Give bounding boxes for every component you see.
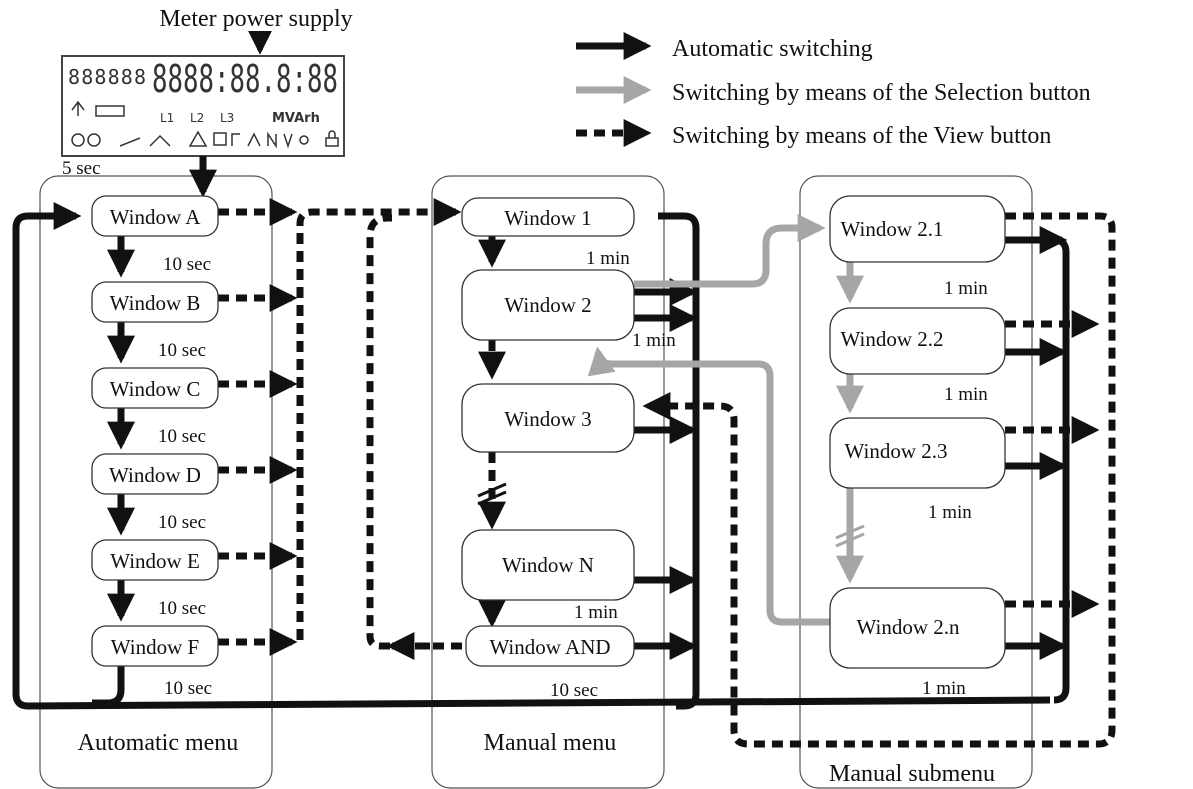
dial-icon bbox=[87, 133, 101, 147]
submenu-timeout-2: 1 min bbox=[944, 384, 988, 405]
battery-icon bbox=[213, 132, 227, 146]
manual-timeout-trunk bbox=[658, 212, 700, 710]
window-a-box[interactable] bbox=[91, 195, 219, 237]
window-c-label: Window C bbox=[110, 377, 201, 401]
manual-submenu-frame bbox=[799, 175, 1033, 789]
manual-menu-label: Manual menu bbox=[484, 730, 617, 756]
lcd-phase-indicators: L1 L2 L3 bbox=[160, 111, 234, 125]
manual-menu-frame bbox=[431, 175, 665, 789]
window-3-box[interactable] bbox=[461, 383, 635, 453]
automatic-switching-arrows bbox=[12, 156, 1070, 710]
lcd-segment-block bbox=[95, 105, 125, 117]
lcd-symbol-row bbox=[231, 131, 309, 149]
lcd-phase-l2: L2 bbox=[190, 111, 204, 125]
manual-submenu-label: Manual submenu bbox=[829, 761, 995, 787]
lcd-display: 888888 8888:88.8:88 L1 L2 L3 MVArh bbox=[61, 55, 345, 157]
auto-delay-1: 10 sec bbox=[163, 254, 211, 275]
auto-to-manual-trunk bbox=[296, 198, 462, 640]
warning-icon bbox=[188, 130, 208, 147]
auto-delay-3: 10 sec bbox=[158, 426, 206, 447]
submenu-timeout-3: 1 min bbox=[928, 502, 972, 523]
window-n-box[interactable] bbox=[461, 529, 635, 601]
lcd-top-digits: 888888 bbox=[68, 65, 146, 89]
window-2-to-submenu-arrow bbox=[634, 214, 826, 288]
window-b-box[interactable] bbox=[91, 281, 219, 323]
window-and-box[interactable] bbox=[465, 625, 635, 667]
window-and-label: Window AND bbox=[489, 635, 610, 659]
window-e-label: Window E bbox=[110, 549, 200, 573]
lock-icon bbox=[325, 130, 339, 147]
manual-timeout-2: 1 min bbox=[632, 330, 676, 351]
window-1-label: Window 1 bbox=[504, 206, 591, 230]
window-and-to-window-1-loop bbox=[366, 214, 462, 650]
view-button-arrows bbox=[218, 198, 1116, 748]
window-2-3-label: Window 2.3 bbox=[845, 439, 948, 463]
window-2-1-box[interactable] bbox=[829, 195, 1006, 263]
auto-delay-2: 10 sec bbox=[158, 340, 206, 361]
window-2-label: Window 2 bbox=[504, 293, 591, 317]
window-2-2-box[interactable] bbox=[829, 307, 1006, 375]
manual-timeout-3: 1 min bbox=[574, 602, 618, 623]
window-d-box[interactable] bbox=[91, 453, 219, 495]
submenu-timeout-4: 1 min bbox=[922, 678, 966, 699]
submenu-windows: Window 2.1 Window 2.2 Window 2.3 Window … bbox=[829, 195, 1006, 669]
window-1-box[interactable] bbox=[461, 197, 635, 237]
timing-labels: 5 sec 10 sec 10 sec 10 sec 10 sec 10 sec… bbox=[62, 158, 988, 701]
automatic-menu-label: Automatic menu bbox=[78, 730, 239, 756]
lcd-icon-row bbox=[71, 100, 339, 149]
skip-marks-submenu bbox=[835, 524, 865, 548]
manual-timeout-1: 1 min bbox=[586, 248, 630, 269]
legend-view-label: Switching by means of the View button bbox=[672, 123, 1051, 149]
legend: Automatic switching Switching by means o… bbox=[576, 32, 1091, 149]
window-2-n-label: Window 2.n bbox=[857, 615, 960, 639]
submenu-timeout-trunk bbox=[1005, 236, 1070, 704]
submenu-timeout-1: 1 min bbox=[944, 278, 988, 299]
window-a-label: Window A bbox=[110, 205, 202, 229]
auto-delay-6: 10 sec bbox=[164, 678, 212, 699]
legend-selection-label: Switching by means of the Selection butt… bbox=[672, 80, 1091, 106]
window-2-3-box[interactable] bbox=[829, 417, 1006, 489]
skip-marks bbox=[477, 482, 507, 506]
lcd-units: MVArh bbox=[272, 111, 320, 126]
automatic-windows: Window A Window B Window C Window D Wind… bbox=[91, 195, 219, 667]
antenna-icon bbox=[71, 100, 85, 116]
start-delay-label: 5 sec bbox=[62, 158, 101, 179]
window-2-n-box[interactable] bbox=[829, 587, 1006, 669]
signal-icon bbox=[119, 134, 171, 147]
window-f-label: Window F bbox=[111, 635, 199, 659]
clock-icon bbox=[71, 133, 85, 147]
window-2-2-label: Window 2.2 bbox=[841, 327, 944, 351]
window-f-to-return-line bbox=[92, 666, 125, 707]
auto-delay-4: 10 sec bbox=[158, 512, 206, 533]
return-loop-to-window-a bbox=[12, 202, 1051, 710]
submenu-view-trunk bbox=[642, 212, 1116, 748]
window-2-box[interactable] bbox=[461, 269, 635, 341]
window-d-label: Window D bbox=[109, 463, 201, 487]
lcd-phase-l3: L3 bbox=[220, 111, 234, 125]
window-b-label: Window B bbox=[110, 291, 201, 315]
window-n-label: Window N bbox=[502, 553, 594, 577]
window-c-box[interactable] bbox=[91, 367, 219, 409]
manual-timeout-4: 10 sec bbox=[550, 680, 598, 701]
manual-windows: Window 1 Window 2 Window 3 Window N Wind… bbox=[461, 197, 635, 667]
window-3-label: Window 3 bbox=[504, 407, 591, 431]
lcd-main-digits: 8888:88.8:88 bbox=[152, 57, 338, 101]
submenu-return-to-window-2 bbox=[587, 346, 830, 626]
window-2-1-label: Window 2.1 bbox=[841, 217, 944, 241]
lcd-phase-l1: L1 bbox=[160, 111, 174, 125]
legend-auto-label: Automatic switching bbox=[672, 36, 873, 62]
selection-button-arrows bbox=[587, 214, 864, 626]
window-e-box[interactable] bbox=[91, 539, 219, 581]
diagram-title: Meter power supply bbox=[159, 6, 352, 32]
auto-delay-5: 10 sec bbox=[158, 598, 206, 619]
window-f-box[interactable] bbox=[91, 625, 219, 667]
